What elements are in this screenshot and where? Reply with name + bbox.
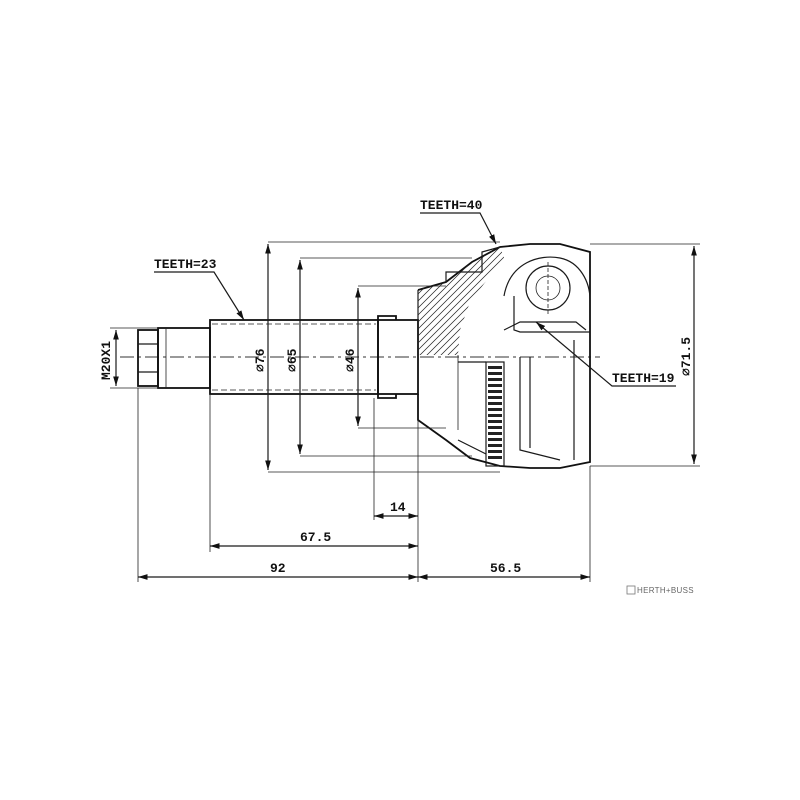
thread-label: M20X1	[99, 341, 114, 380]
diameter-dimensions	[113, 244, 697, 470]
extension-lines	[110, 241, 700, 582]
brand-name: HERTH+BUSS	[637, 586, 694, 595]
splined-shaft	[209, 315, 419, 399]
dia-65-label: ⌀65	[285, 348, 300, 372]
brand-logo: HERTH+BUSS	[626, 585, 694, 595]
teeth-outer-label: TEETH=40	[420, 198, 483, 213]
leader-lines	[154, 212, 676, 387]
abs-ring	[485, 361, 505, 467]
len-56-5-label: 56.5	[490, 561, 521, 576]
threaded-end	[137, 327, 211, 389]
teeth-spline-label: TEETH=23	[154, 257, 217, 272]
len-67-5-label: 67.5	[300, 530, 331, 545]
dia-76-label: ⌀76	[253, 348, 268, 372]
ball-cage	[457, 256, 591, 461]
len-14-label: 14	[390, 500, 406, 515]
dia-71-5-label: ⌀71.5	[679, 337, 694, 376]
teeth-inner-label: TEETH=19	[612, 371, 675, 386]
length-dimensions	[138, 513, 590, 580]
len-92-label: 92	[270, 561, 286, 576]
dia-46-label: ⌀46	[343, 348, 358, 372]
